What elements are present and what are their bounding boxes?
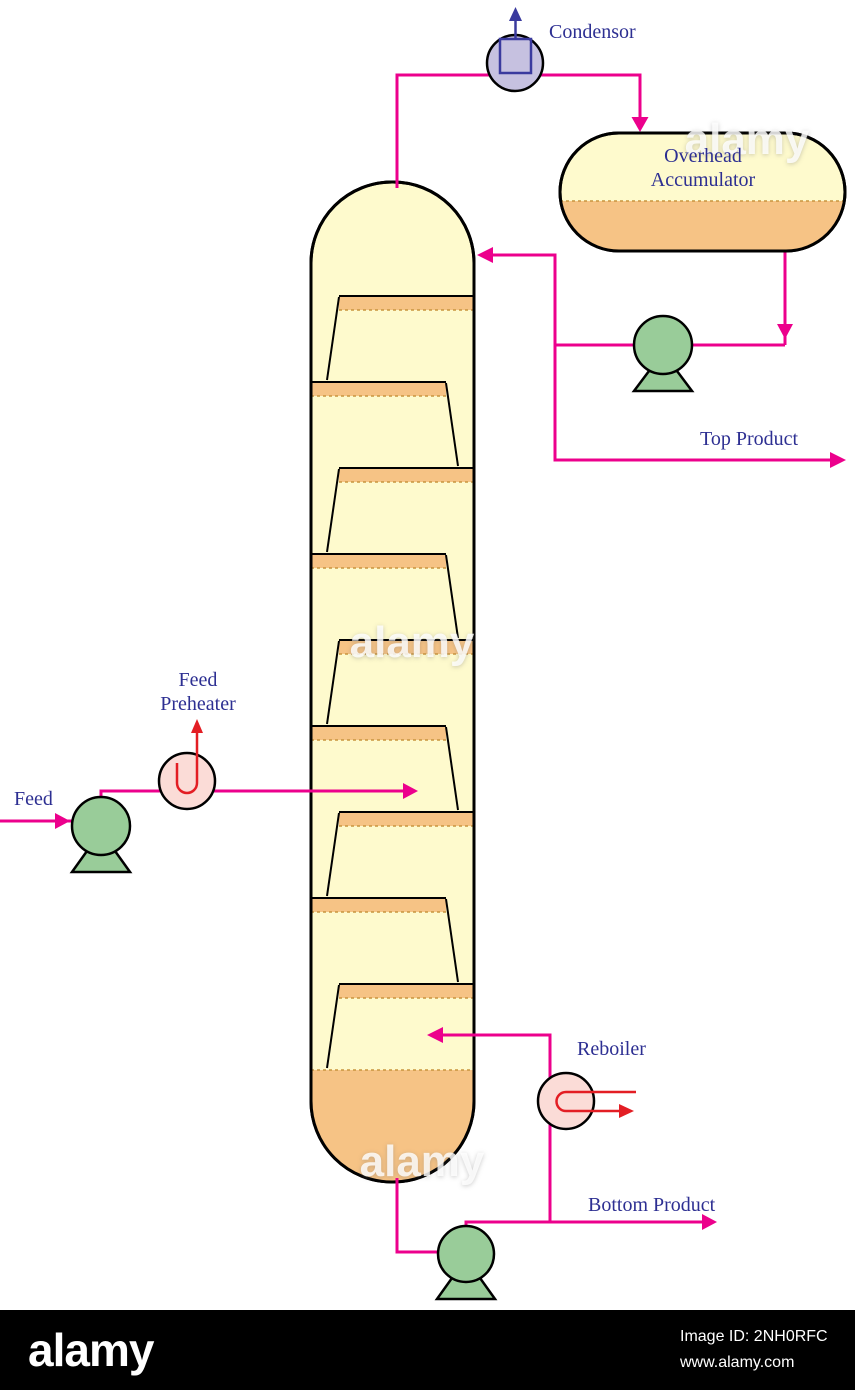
flow-arrow-right-icon	[830, 452, 846, 468]
feed-pump-symbol	[69, 795, 133, 874]
overhead-accumulator-vessel	[558, 131, 847, 253]
reboiler-label: Reboiler	[577, 1038, 646, 1060]
condensor-symbol	[485, 7, 545, 93]
flow-arrow-left-icon	[477, 247, 493, 263]
column-tray	[311, 381, 459, 467]
flow-arrow-right-icon	[403, 783, 418, 799]
reboiler-symbol	[536, 1071, 636, 1131]
bottom-product-label: Bottom Product	[588, 1194, 716, 1216]
accumulator-label: Overhead Accumulator	[598, 144, 808, 192]
column-tray	[311, 553, 459, 639]
reboiler-loop-line	[427, 1027, 552, 1222]
flow-arrow-down-icon	[631, 117, 649, 132]
feed-preheater-symbol	[157, 719, 217, 811]
accumulator-label-line1: Overhead	[664, 145, 742, 167]
column-tray	[326, 467, 474, 553]
feed-preheater-label-line2: Preheater	[160, 693, 236, 715]
reflux-and-top-product-line	[477, 247, 846, 468]
flow-arrow-right-icon	[55, 813, 70, 829]
watermark-bar: alamy Image ID: 2NH0RFC www.alamy.com	[0, 1310, 855, 1390]
feed-preheater-label: Feed Preheater	[128, 668, 268, 716]
accumulator-label-line2: Accumulator	[650, 169, 756, 191]
heat-arrow-right-icon	[619, 1104, 634, 1118]
column-bottoms-liquid	[311, 1069, 474, 1182]
bottoms-pump-symbol	[434, 1224, 498, 1301]
process-diagram	[0, 7, 847, 1301]
column-tray	[326, 811, 474, 897]
column-tray	[326, 983, 474, 1069]
distillation-column	[309, 180, 476, 1184]
feed-label: Feed	[14, 788, 53, 810]
column-tray	[311, 725, 459, 811]
flow-arrow-left-icon	[427, 1027, 443, 1043]
alamy-logo: alamy	[28, 1324, 154, 1376]
condensor-label: Condensor	[549, 21, 636, 43]
column-tray	[326, 639, 474, 725]
top-product-label: Top Product	[700, 428, 799, 450]
alamy-url-text: www.alamy.com	[680, 1354, 795, 1371]
column-tray	[311, 897, 459, 983]
vent-arrow-up-icon	[509, 7, 522, 21]
heat-arrow-up-icon	[191, 719, 203, 733]
flow-arrow-down-icon	[777, 324, 793, 339]
image-credit-block: Image ID: 2NH0RFC www.alamy.com	[680, 1324, 828, 1376]
column-tray	[326, 295, 474, 381]
image-id-text: Image ID: 2NH0RFC	[680, 1328, 828, 1345]
flow-arrow-right-icon	[702, 1214, 717, 1230]
reflux-pump-symbol	[631, 314, 695, 393]
feed-preheater-label-line1: Feed	[178, 669, 218, 691]
